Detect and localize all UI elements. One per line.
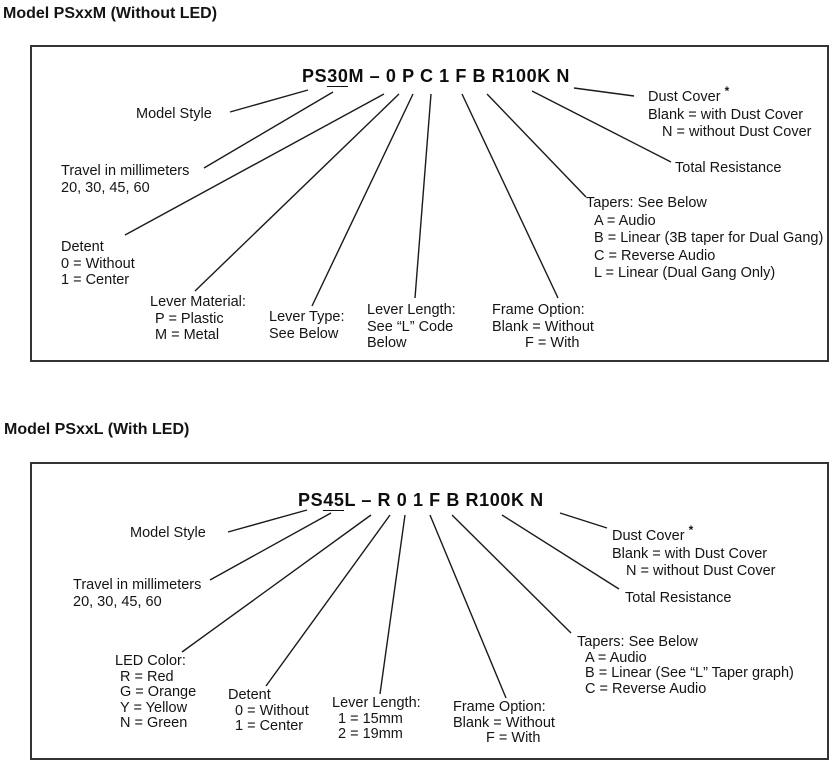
callout-lever-material: Lever Material: P = Plastic M = Metal: [150, 294, 246, 344]
callout-line: Tapers: See Below: [577, 634, 698, 650]
callout-lever-length: Lever Length: 1 = 15mm 2 = 19mm: [332, 695, 421, 743]
callout-model-style: Model Style: [136, 106, 212, 122]
footnote-asterisk: *: [688, 523, 694, 538]
callout-line: See “L” Code: [367, 318, 454, 335]
part-number: PS45L – R 0 1 F B R100K N: [298, 490, 544, 511]
callout-line: Lever Length:: [367, 302, 456, 318]
callout-line: 20, 30, 45, 60: [61, 179, 150, 196]
section-heading-psxxm: Model PSxxM (Without LED): [3, 5, 218, 22]
callout-line: R = Red: [120, 668, 174, 685]
callout-line: Frame Option:: [492, 302, 585, 318]
callout-line: Lever Length:: [332, 695, 421, 711]
callout-line: G = Orange: [120, 684, 197, 700]
footnote-asterisk: *: [724, 84, 730, 99]
callout-dust-cover: Dust Cover * Blank = with Dust Cover N =…: [612, 524, 776, 581]
callout-lever-type: Lever Type: See Below: [269, 309, 345, 342]
callout-line: N = without Dust Cover: [662, 124, 812, 140]
callout-line: B = Linear (See “L” Taper graph): [585, 665, 794, 681]
dust-cover-label: Dust Cover: [612, 528, 689, 544]
callout-line: Blank = with Dust Cover: [612, 545, 768, 562]
callout-line: Blank = Without: [453, 714, 555, 731]
callout-line: LED Color:: [115, 653, 186, 669]
callout-line: Dust Cover *: [612, 524, 776, 546]
part-prefix: PS: [302, 66, 328, 86]
callout-tapers: Tapers: See Below A = Audio B = Linear (…: [586, 195, 823, 283]
callout-line: Blank = Without: [492, 318, 594, 335]
callout-frame-option: Frame Option: Blank = Without F = With: [492, 302, 594, 352]
callout-tapers: Tapers: See Below A = Audio B = Linear (…: [577, 634, 794, 697]
part-prefix: PS: [298, 490, 324, 510]
callout-line: F = With: [486, 730, 541, 746]
callout-line: See Below: [269, 325, 339, 342]
callout-line: P = Plastic: [155, 310, 224, 327]
part-number: PS30M – 0 P C 1 F B R100K N: [302, 66, 570, 87]
part-rest: M – 0 P C 1 F B R100K N: [348, 66, 570, 86]
callout-line: Below: [367, 335, 407, 351]
callout-line: Travel in millimeters: [61, 163, 190, 179]
callout-line: A = Audio: [594, 212, 656, 229]
callout-line: 1 = Center: [235, 718, 304, 734]
callout-line: B = Linear (3B taper for Dual Gang): [594, 230, 824, 246]
callout-line: 20, 30, 45, 60: [73, 594, 162, 610]
callout-line: N = Green: [120, 715, 188, 731]
callout-line: C = Reverse Audio: [594, 247, 716, 264]
part-travel-underlined: 45: [323, 490, 345, 511]
callout-line: F = With: [525, 335, 580, 351]
psxxl-ordering-box: PS45L – R 0 1 F B R100K N Model Style Tr…: [30, 462, 829, 760]
callout-model-style: Model Style: [130, 525, 206, 541]
callout-detent: Detent 0 = Without 1 = Center: [228, 687, 309, 735]
callout-travel: Travel in millimeters 20, 30, 45, 60: [61, 163, 189, 196]
callout-line: Lever Type:: [269, 309, 345, 325]
section-heading-psxxl: Model PSxxL (With LED): [4, 421, 190, 438]
psxxm-ordering-box: PS30M – 0 P C 1 F B R100K N Model Style …: [30, 45, 829, 362]
callout-line: Detent: [61, 239, 104, 255]
callout-line: 1 = Center: [61, 272, 130, 288]
callout-frame-option: Frame Option: Blank = Without F = With: [453, 699, 555, 747]
callout-line: Travel in millimeters: [73, 577, 202, 593]
callout-line: A = Audio: [585, 649, 647, 666]
dust-cover-label: Dust Cover: [648, 89, 725, 105]
callout-led-color: LED Color: R = Red G = Orange Y = Yellow…: [115, 653, 197, 732]
callout-line: Frame Option:: [453, 699, 546, 715]
callout-line: Detent: [228, 687, 271, 703]
part-travel-underlined: 30: [327, 66, 349, 87]
callout-line: Dust Cover *: [648, 85, 812, 107]
callout-lever-length: Lever Length: See “L” Code Below: [367, 302, 456, 352]
callout-line: 0 = Without: [61, 255, 135, 272]
callout-line: L = Linear (Dual Gang Only): [594, 265, 776, 281]
callout-line: Y = Yellow: [120, 699, 188, 716]
callout-line: M = Metal: [155, 327, 220, 343]
callout-line: C = Reverse Audio: [585, 680, 707, 697]
callout-total-resistance: Total Resistance: [625, 590, 732, 606]
callout-line: 1 = 15mm: [338, 710, 403, 727]
callout-line: 0 = Without: [235, 702, 309, 719]
callout-travel: Travel in millimeters 20, 30, 45, 60: [73, 577, 201, 611]
callout-total-resistance: Total Resistance: [675, 160, 782, 176]
callout-line: Tapers: See Below: [586, 195, 707, 211]
callout-line: Lever Material:: [150, 294, 246, 310]
part-rest: L – R 0 1 F B R100K N: [344, 490, 544, 510]
callout-dust-cover: Dust Cover * Blank = with Dust Cover N =…: [648, 85, 812, 142]
callout-line: N = without Dust Cover: [626, 563, 776, 579]
callout-line: 2 = 19mm: [338, 726, 403, 742]
callout-detent: Detent 0 = Without 1 = Center: [61, 239, 135, 289]
callout-line: Blank = with Dust Cover: [648, 106, 804, 123]
